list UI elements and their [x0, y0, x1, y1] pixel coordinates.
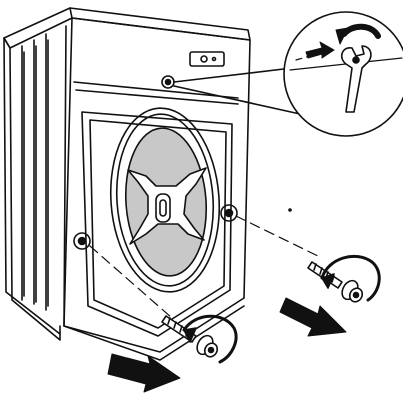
pull-arrows [108, 298, 346, 392]
right-pull-arrow-icon [280, 298, 346, 336]
magnifier-callout-icon [174, 12, 403, 136]
left-pull-arrow-icon [108, 354, 180, 392]
drum [121, 125, 211, 278]
right-transit-bolt-icon [308, 262, 365, 304]
